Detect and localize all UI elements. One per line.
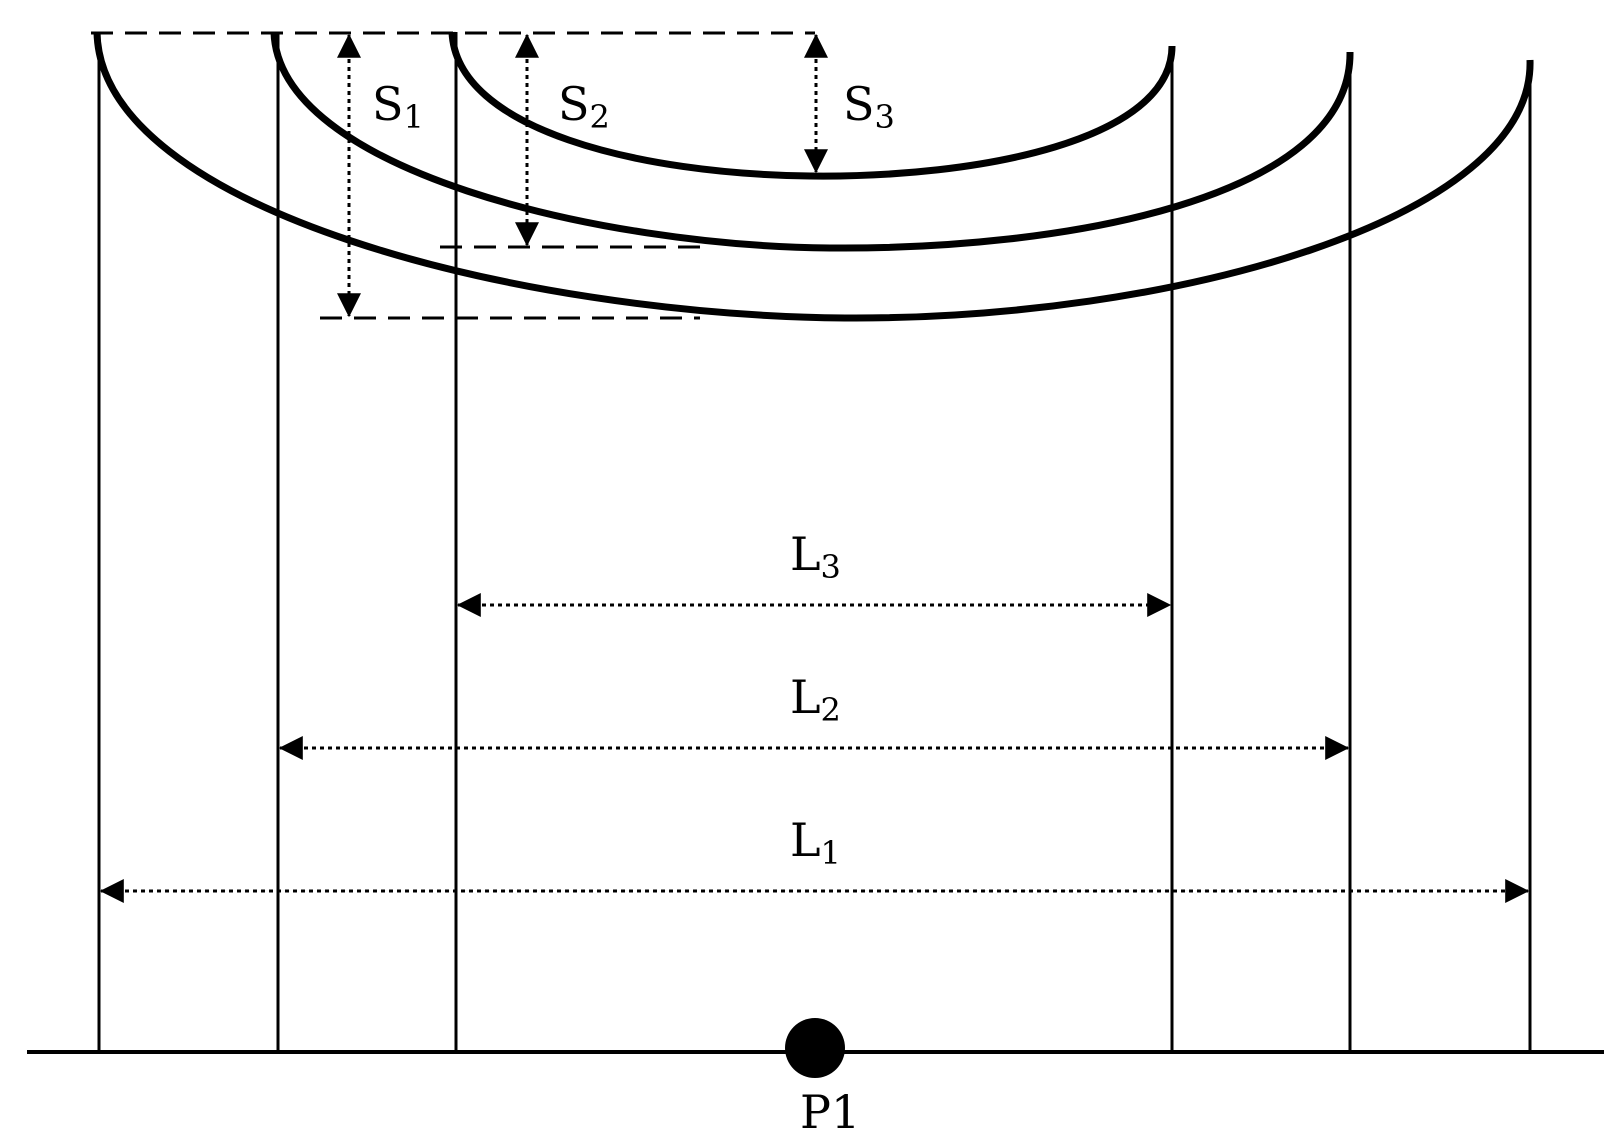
point-p1-label: P1 bbox=[800, 1085, 860, 1139]
sag-curve-outer bbox=[93, 31, 1534, 322]
sag-2-label: S2 bbox=[558, 77, 610, 136]
sag-curve-inner bbox=[448, 31, 1176, 180]
span-3-label: L3 bbox=[790, 527, 841, 586]
sag-1-label: S1 bbox=[372, 77, 424, 136]
sag-curve-middle bbox=[270, 31, 1354, 252]
sag-3-label: S3 bbox=[843, 77, 895, 136]
span-1-label: L1 bbox=[790, 813, 841, 872]
span-2-label: L2 bbox=[790, 670, 841, 729]
point-p1-marker bbox=[785, 1018, 845, 1078]
